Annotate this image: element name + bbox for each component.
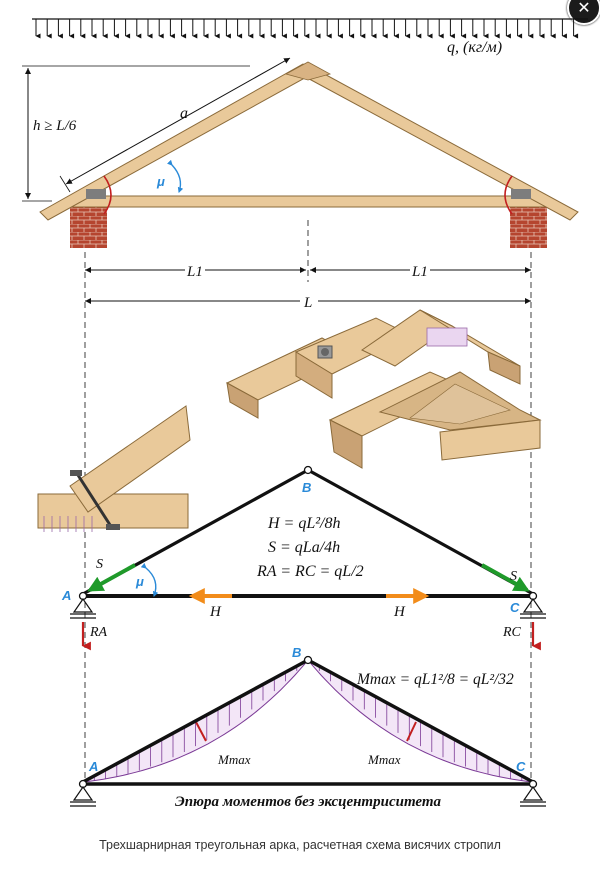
brick-pier-right: [510, 200, 547, 248]
ridge-joint-detail: [225, 309, 542, 469]
support-c: [520, 597, 546, 619]
mmax-left-label: Mmax: [217, 752, 251, 767]
height-label: h ≥ L/6: [33, 118, 77, 134]
heel-joint-detail: [37, 405, 191, 532]
moment-diagram: B A C Mmax = qL1²/8 = qL²/32 Mmax Mmax Э…: [70, 645, 546, 810]
close-icon: ✕: [577, 0, 591, 17]
span-dimensions: L1 L1 L: [85, 262, 531, 311]
arch-scheme: μ B A C S S H H RA RC H = qL²/8h S = qLa…: [61, 465, 546, 651]
ridge-plate: [284, 61, 332, 81]
mmax-marker-right: [406, 721, 417, 742]
formula-s: S = qLa/4h: [268, 539, 340, 556]
tie-beam: [71, 195, 546, 208]
thrust-h-left-label: H: [209, 604, 222, 620]
scheme-node-a: A: [61, 588, 71, 603]
reaction-c-label: RC: [502, 625, 522, 640]
half-span-left-label: L1: [186, 264, 203, 280]
roof-angle-label: μ: [156, 174, 165, 189]
mmax-marker-left: [195, 721, 207, 742]
support-plate-left: [86, 189, 106, 199]
rafter-label: a: [180, 105, 188, 122]
formula-mmax: Mmax = qL1²/8 = qL²/32: [356, 671, 514, 688]
roof-drawing: μ: [39, 61, 579, 248]
height-dimension: h ≥ L/6: [22, 65, 250, 202]
close-button[interactable]: ✕: [567, 0, 600, 25]
brick-pier-left: [70, 200, 107, 248]
moment-diagram-title: Эпюра моментов без эксцентриситета: [175, 794, 442, 810]
mmax-right-label: Mmax: [367, 752, 401, 767]
moment-node-c: C: [516, 759, 526, 774]
moment-node-a: A: [88, 759, 98, 774]
moment-node-b: B: [292, 645, 301, 660]
thrust-h-right-label: H: [393, 604, 406, 620]
figure-caption: Трехшарнирная треугольная арка, расчетна…: [99, 838, 501, 852]
distributed-load: q, (кг/м): [32, 18, 588, 56]
span-label: L: [303, 295, 312, 311]
scheme-angle-label: μ: [135, 574, 144, 589]
force-s-left: [87, 563, 136, 592]
formula-h: H = qL²/8h: [267, 515, 341, 532]
rafter-length-dimension: a: [59, 57, 291, 193]
support-plate-right: [511, 189, 531, 199]
force-s-left-label: S: [96, 557, 103, 572]
formula-r: RA = RC = qL/2: [256, 563, 364, 580]
scheme-node-c: C: [510, 600, 520, 615]
force-s-right: [481, 563, 530, 592]
force-s-right-label: S: [510, 569, 517, 584]
support-a: [70, 597, 96, 619]
half-span-right-label: L1: [411, 264, 428, 280]
scheme-node-b: B: [302, 480, 311, 495]
load-label: q, (кг/м): [447, 39, 502, 56]
reaction-a-label: RA: [89, 625, 108, 640]
